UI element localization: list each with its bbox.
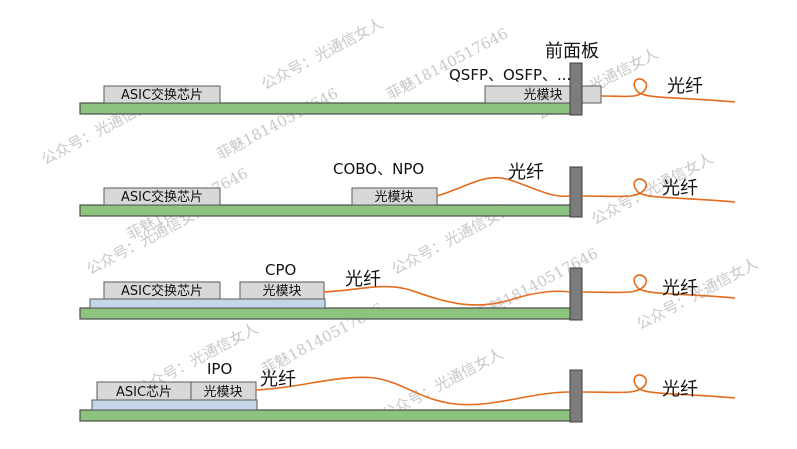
fiber-label-inner: 光纤 [260, 369, 296, 390]
form-factor-label: IPO [207, 360, 232, 378]
optical-module [190, 381, 257, 401]
form-factor-label: COBO、NPO [333, 160, 424, 178]
fiber-label-inner: 光纤 [508, 162, 544, 183]
fiber-label: 光纤 [662, 379, 698, 400]
optical-module [351, 187, 438, 206]
watermark-account-1: 公众号：光通信女人 [258, 14, 386, 93]
front-panel [569, 166, 583, 218]
pcb-board [79, 204, 576, 217]
fiber-outer [581, 178, 736, 203]
optical-module [239, 281, 325, 300]
front-panel [569, 267, 583, 321]
fiber-label: 光纤 [667, 76, 703, 97]
front-panel-label: 前面板 [545, 41, 599, 62]
fiber-label: 光纤 [662, 278, 698, 299]
asic-chip-label: ASIC交换芯片 [121, 87, 203, 103]
optical-module-label: 光模块 [262, 284, 301, 299]
fiber-outer [581, 374, 736, 399]
row-cpo: ASIC交换芯片 光模块 CPO 光纤 光纤 [79, 261, 736, 321]
optical-module-label: 光模块 [203, 385, 242, 400]
optical-module-label: 光模块 [374, 190, 413, 205]
front-panel [569, 369, 583, 423]
pcb-board [79, 307, 576, 320]
row-cobo-npo: ASIC交换芯片 光模块 COBO、NPO 光纤 光纤 [79, 160, 736, 218]
watermark-layer: 公众号：光通信女人 公众号：光通信女人 公众号：光通信女人 公众号：光通信女人 … [38, 14, 761, 423]
fiber-inner [255, 376, 571, 406]
fiber-inner [323, 285, 571, 306]
form-factor-label: QSFP、OSFP、... [449, 66, 571, 84]
front-panel [569, 62, 583, 116]
asic-chip-label: ASIC交换芯片 [121, 283, 203, 299]
asic-chip-label: ASIC交换芯片 [121, 189, 203, 205]
fiber-label: 光纤 [662, 178, 698, 199]
asic-switch-chip [103, 187, 221, 206]
asic-switch-chip [103, 281, 221, 300]
row-pluggable: ASIC交换芯片 光模块 前面板 QSFP、OSFP、... 光纤 [79, 41, 736, 116]
fiber-inner [436, 176, 571, 198]
fiber-label-inner: 光纤 [345, 269, 381, 290]
optical-module-label: 光模块 [523, 88, 562, 103]
pcb-board [79, 409, 576, 422]
fiber-outer [581, 274, 736, 299]
form-factor-label: CPO [265, 261, 296, 279]
asic-switch-chip [103, 85, 221, 104]
package-substrate [91, 399, 258, 411]
package-substrate [89, 298, 326, 309]
pcb-board [79, 102, 576, 115]
asic-chip-label: ASIC芯片 [116, 385, 172, 400]
fiber-line [600, 78, 736, 103]
watermark-contact-2: 菲魅18140517646 [213, 84, 341, 163]
row-ipo: ASIC芯片 光模块 IPO 光纤 光纤 [79, 360, 736, 423]
